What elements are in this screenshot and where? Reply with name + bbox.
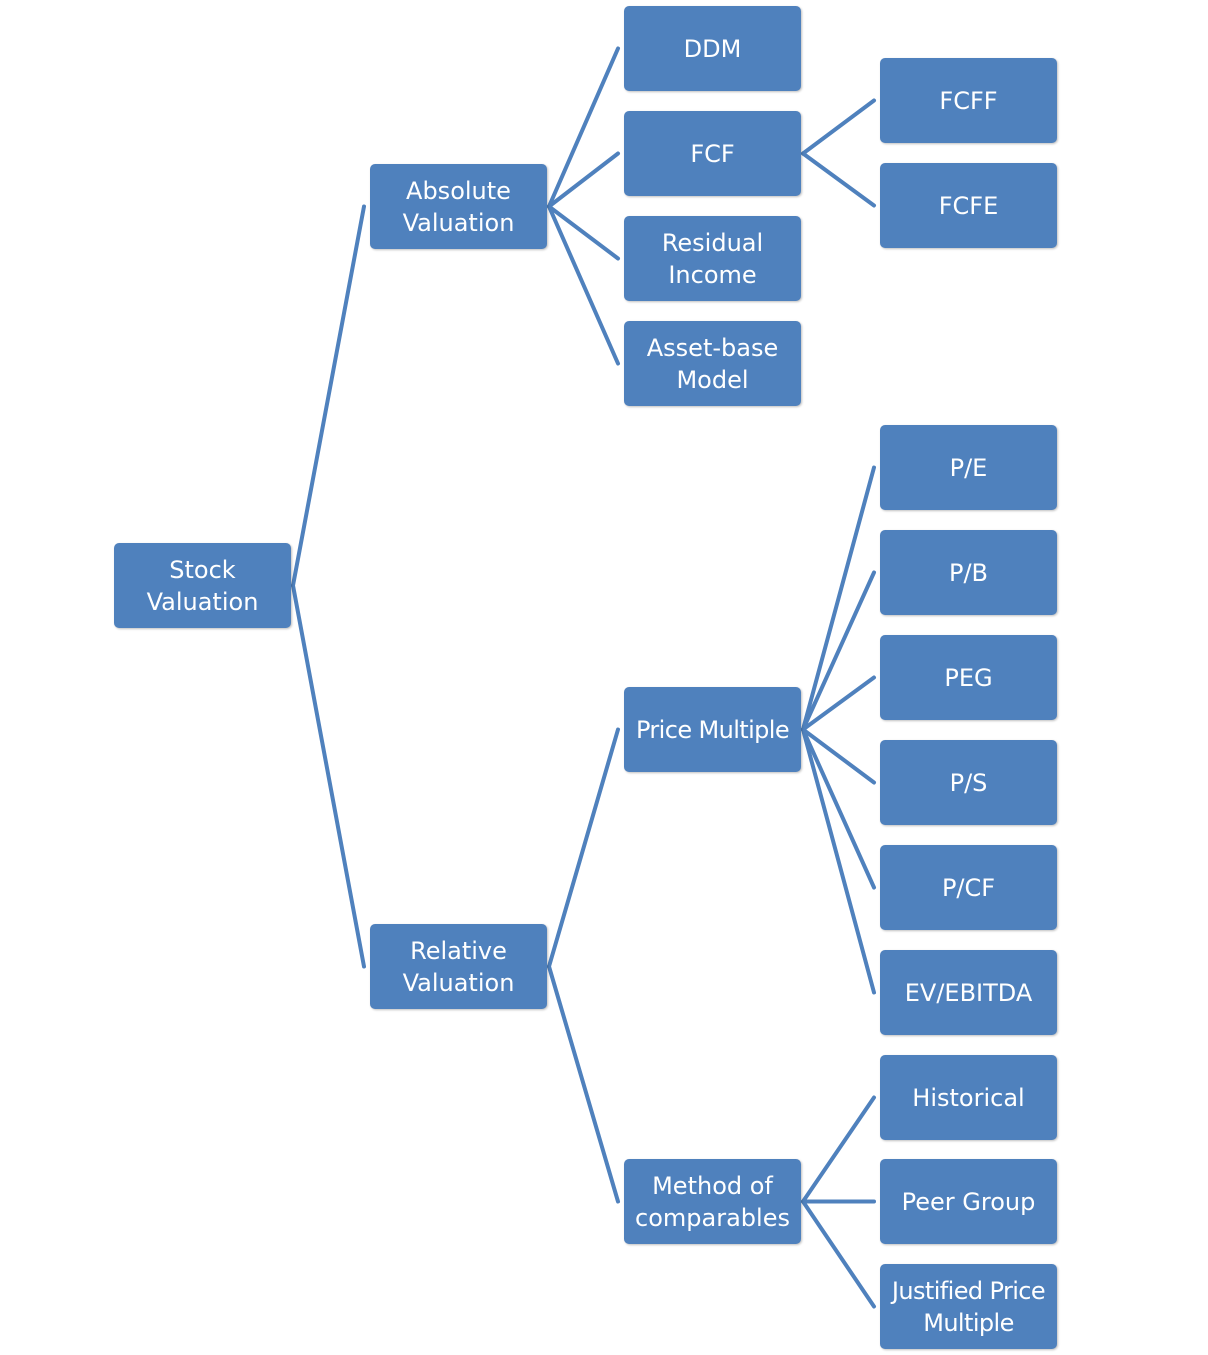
node-label: Relative Valuation (402, 936, 515, 997)
connector-absolute-ddm (547, 46, 620, 209)
connector-stock-absolute (291, 204, 366, 588)
node-label: DDM (683, 34, 742, 63)
connector-price-pe (801, 465, 876, 732)
node-price-multiple: Price Multiple (624, 687, 801, 772)
node-peg: PEG (880, 635, 1057, 720)
connector-relative-price (547, 727, 620, 969)
node-ps: P/S (880, 740, 1057, 825)
node-asset-base-model: Asset-base Model (624, 321, 801, 406)
connector-price-ps (801, 727, 876, 785)
node-ev-ebitda: EV/EBITDA (880, 950, 1057, 1035)
node-label: Price Multiple (635, 715, 790, 744)
node-label: Justified Price Multiple (891, 1276, 1046, 1337)
node-label: Residual Income (661, 228, 764, 289)
node-label: Stock Valuation (146, 555, 259, 616)
node-label: PEG (944, 663, 993, 692)
node-label: FCFE (938, 191, 999, 220)
node-label: P/B (948, 558, 989, 587)
connector-fcf-fcff (801, 98, 876, 156)
node-fcf: FCF (624, 111, 801, 196)
node-fcff: FCFF (880, 58, 1057, 143)
node-label: FCF (690, 139, 735, 168)
connector-price-pcf (801, 727, 876, 890)
connector-absolute-residual (547, 204, 620, 261)
connector-method-justified (801, 1199, 876, 1309)
node-peer-group: Peer Group (880, 1159, 1057, 1244)
node-label: Historical (912, 1083, 1025, 1112)
connector-price-peg (801, 675, 876, 732)
node-ddm: DDM (624, 6, 801, 91)
node-residual-income: Residual Income (624, 216, 801, 301)
node-label: EV/EBITDA (904, 978, 1033, 1007)
connector-relative-method (547, 964, 620, 1204)
node-method-of-comparables: Method of comparables (624, 1159, 801, 1244)
node-absolute-valuation: Absolute Valuation (370, 164, 547, 249)
node-pcf: P/CF (880, 845, 1057, 930)
node-fcfe: FCFE (880, 163, 1057, 248)
connector-stock-relative (291, 583, 366, 969)
node-label: P/CF (941, 873, 996, 902)
node-label: Method of comparables (635, 1171, 790, 1232)
connector-fcf-fcfe (801, 151, 876, 208)
node-justified-price-multiple: Justified Price Multiple (880, 1264, 1057, 1349)
connector-price-ev (801, 727, 876, 995)
connector-method-hist (801, 1095, 876, 1204)
node-label: FCFF (939, 86, 998, 115)
node-stock-valuation: Stock Valuation (114, 543, 291, 628)
node-label: P/S (949, 768, 988, 797)
connector-absolute-fcf (547, 151, 620, 209)
node-label: Absolute Valuation (402, 176, 515, 237)
node-relative-valuation: Relative Valuation (370, 924, 547, 1009)
node-pe: P/E (880, 425, 1057, 510)
node-label: P/E (949, 453, 988, 482)
node-label: Peer Group (901, 1187, 1036, 1216)
node-pb: P/B (880, 530, 1057, 615)
connector-price-pb (801, 570, 876, 732)
connector-absolute-asset (547, 204, 620, 366)
node-historical: Historical (880, 1055, 1057, 1140)
node-label: Asset-base Model (646, 333, 779, 394)
